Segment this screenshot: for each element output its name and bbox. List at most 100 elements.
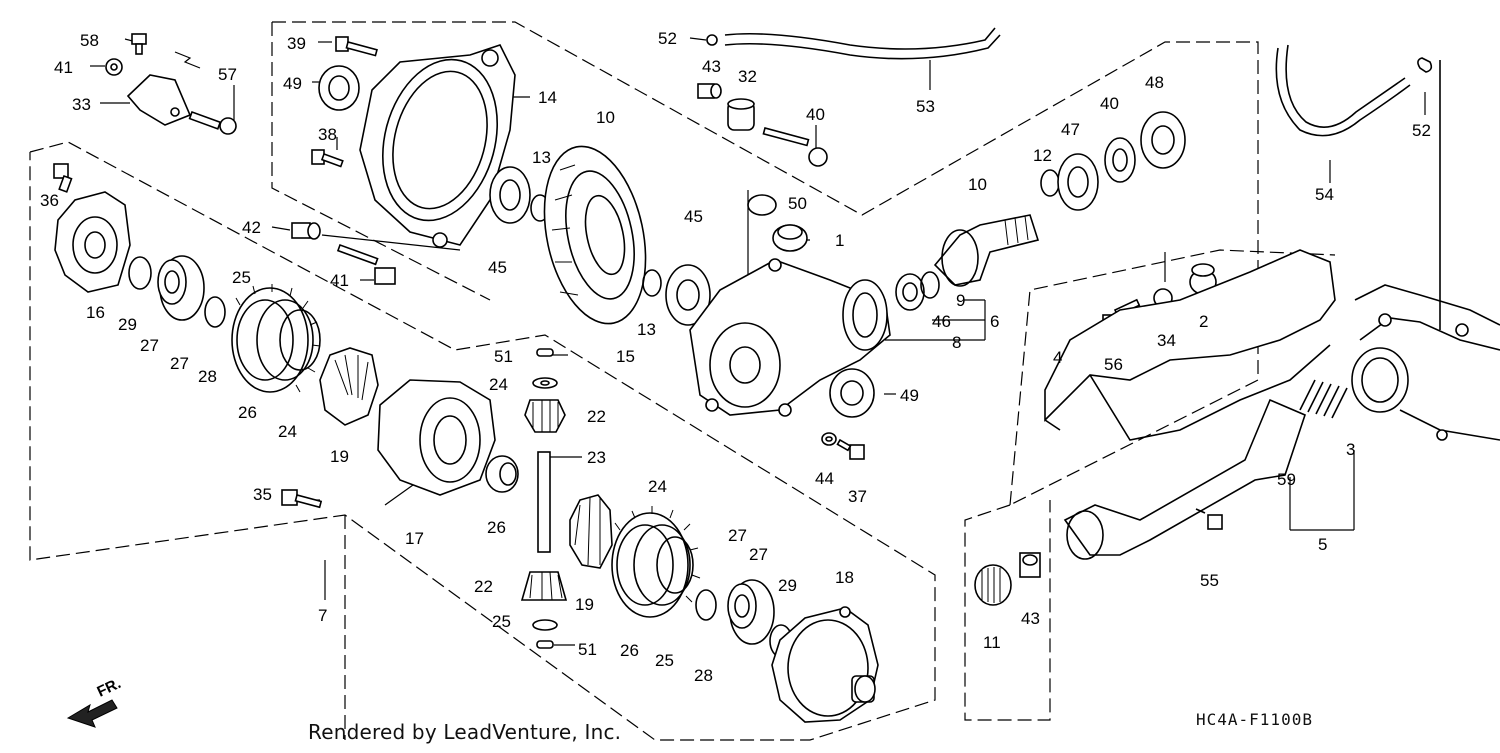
label-10-right: 10 [968,175,987,194]
label-40: 40 [1100,94,1119,113]
shim-12 [1040,169,1060,197]
label-27-d: 27 [749,545,768,564]
label-13-top: 13 [532,148,551,167]
washer-44 [821,432,837,446]
label-59: 59 [1277,470,1296,489]
collar-30 [727,98,755,131]
label-51-bottom: 51 [578,640,597,659]
label-53: 53 [916,97,935,116]
label-6: 6 [990,312,999,331]
label-26-right: 26 [620,641,639,660]
label-18: 18 [835,568,854,587]
label-29-left: 29 [118,315,137,334]
label-15: 15 [616,347,635,366]
label-49-mid: 49 [900,386,919,405]
bolt-34 [53,163,73,193]
label-23: 26 [487,518,506,537]
label-45-left: 45 [488,258,507,277]
shim-29-left [128,256,152,290]
shim-13-mid [642,269,662,297]
bolt-58 [188,110,237,135]
label-37: 39 [287,34,306,53]
label-38: 40 [806,105,825,124]
bolt-55 [1195,508,1223,530]
oring-9 [920,271,940,299]
seal-49-top [318,65,360,111]
front-label: FR. [95,675,124,701]
plate-27-left [157,255,205,321]
connector-lines [90,37,1426,646]
side-gear-19-right [569,494,613,569]
label-44: 44 [815,469,834,488]
bolt-57 [131,33,147,55]
bolt-38 [762,127,828,167]
nut-41-top [697,83,722,99]
label-48: 48 [1145,73,1164,92]
label-39: 41 [330,271,349,290]
label-52-left: 52 [658,29,677,48]
label-16: 16 [86,303,105,322]
label-8: 8 [952,333,961,352]
label-19-right: 19 [575,595,594,614]
pin-51-top [536,348,554,357]
label-19-left: 19 [330,447,349,466]
credit-text: Rendered by LeadVenture, Inc. [308,720,622,744]
bolt-35 [836,438,865,460]
cover-18 [771,606,879,723]
washer-23 [485,455,519,493]
bearing-11 [974,564,1012,606]
shim-28-right [695,589,717,621]
label-41-top: 43 [702,57,721,76]
label-5: 5 [1318,535,1327,554]
label-17: 17 [405,529,424,548]
seal-46 [895,273,925,311]
label-42: 41 [54,58,73,77]
oring-50 [747,194,777,216]
boot-4 [1044,249,1336,441]
bracket-hook [174,51,201,69]
side-gear-19-left [319,347,379,426]
label-28-right: 28 [694,666,713,685]
bracket-31 [126,74,192,126]
cover-16 [54,191,131,293]
bearing-45-mid [665,264,711,326]
label-31: 33 [72,95,91,114]
pin-51-bottom [536,640,554,649]
bolt-36 [311,149,344,168]
pinion-20-bottom [520,571,568,601]
label-24-left: 24 [278,422,297,441]
nut-42 [105,58,123,76]
clip-52-left [706,34,718,46]
label-57: 58 [80,31,99,50]
washer-22-bottom [532,619,558,631]
label-52-right: 52 [1412,121,1431,140]
label-27-b: 27 [170,354,189,373]
hose-54 [1275,44,1411,137]
label-50: 50 [788,194,807,213]
label-33: 35 [253,485,272,504]
label-20-top: 22 [587,407,606,426]
label-3: 3 [1346,440,1355,459]
label-54: 54 [1315,185,1334,204]
label-27-a: 27 [140,336,159,355]
label-47: 47 [1061,120,1080,139]
ring-gear-10 [543,145,647,325]
label-13-mid: 13 [637,320,656,339]
label-51-top: 51 [494,347,513,366]
label-27-c: 27 [728,526,747,545]
shim-28-left [204,296,226,328]
part-drawings [53,27,1500,728]
label-41-left: 42 [242,218,261,237]
label-21: 23 [587,448,606,467]
label-29-right: 29 [778,576,797,595]
bolt-39 [336,243,396,285]
label-22-bottom: 25 [492,612,511,631]
label-35: 37 [848,487,867,506]
label-9: 9 [956,291,965,310]
hose-53 [724,27,1001,60]
label-2: 2 [1199,312,1208,331]
seal-49-mid [829,368,875,418]
washer-22-top [532,377,558,389]
label-45-mid: 45 [684,207,703,226]
